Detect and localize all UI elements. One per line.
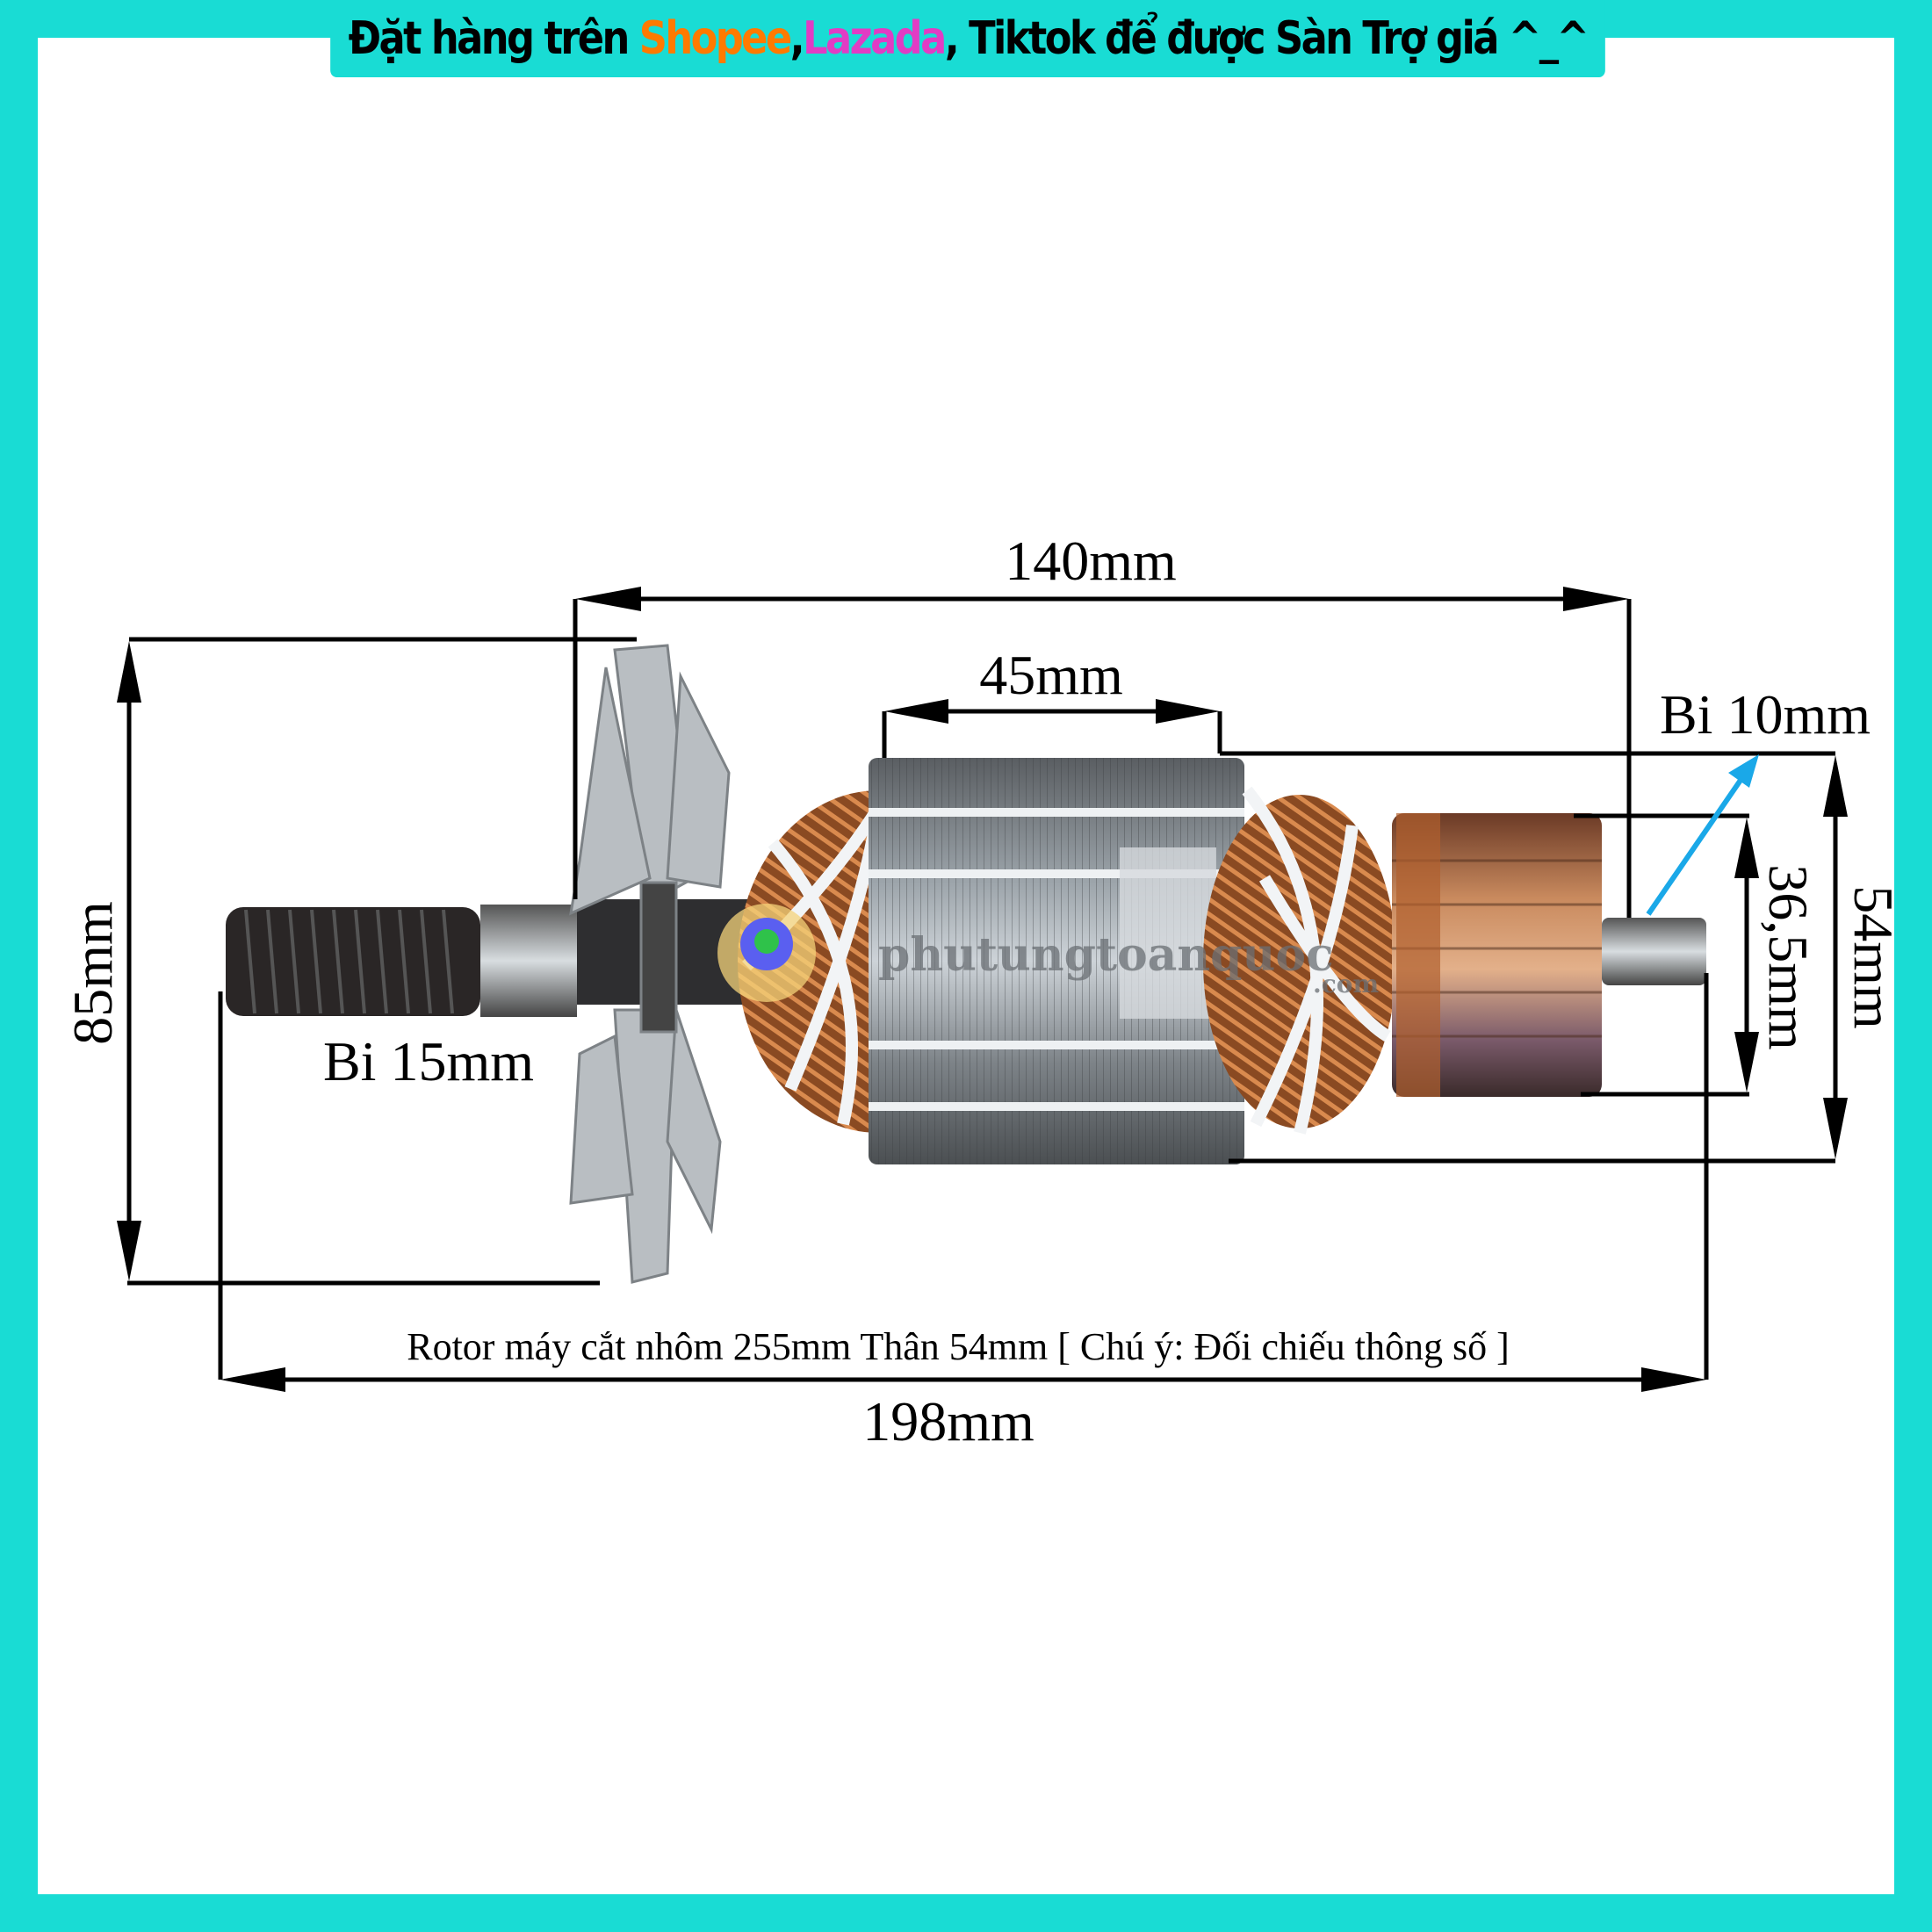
label-198mm: 198mm — [862, 1390, 1034, 1453]
label-54mm: 54mm — [1842, 885, 1905, 1029]
label-bi-10mm: Bi 10mm — [1660, 683, 1871, 746]
banner-lazada: Lazada — [803, 12, 947, 65]
thread-lines — [244, 909, 454, 1014]
banner-shopee: Shopee — [638, 12, 793, 65]
cooling-fan — [569, 644, 731, 1284]
label-85mm: 85mm — [61, 901, 124, 1045]
banner-sep: , — [789, 12, 805, 65]
threaded-shaft — [226, 907, 480, 1016]
label-bi-15mm: Bi 15mm — [323, 1030, 534, 1092]
rear-shaft — [1602, 918, 1706, 985]
watermark: phutungtoanquoc .com — [717, 904, 1379, 1002]
bearing-seat-front — [480, 905, 577, 1017]
label-36-5mm: 36,5mm — [1757, 864, 1820, 1050]
watermark-text: phutungtoanquoc — [878, 928, 1334, 982]
dimension-lines — [126, 596, 1838, 1382]
watermark-domain: .com — [1313, 970, 1379, 998]
label-45mm: 45mm — [979, 644, 1123, 706]
bearing-rear-pointer — [1646, 754, 1759, 916]
dimension-arrowheads — [117, 587, 1848, 1392]
banner-prefix: Đặt hàng trên — [348, 12, 631, 65]
banner-suffix: , Tiktok để được Sàn Trợ giá ^_^ — [944, 12, 1590, 65]
commutator — [1392, 813, 1602, 1097]
promo-banner: Đặt hàng trên Shopee, Lazada, Tiktok để … — [330, 0, 1605, 77]
product-caption: Rotor máy cắt nhôm 255mm Thân 54mm [ Chú… — [407, 1325, 1510, 1368]
rotor — [226, 644, 1706, 1284]
label-140mm: 140mm — [1005, 530, 1177, 592]
winding-bands-rear — [1242, 786, 1391, 1135]
